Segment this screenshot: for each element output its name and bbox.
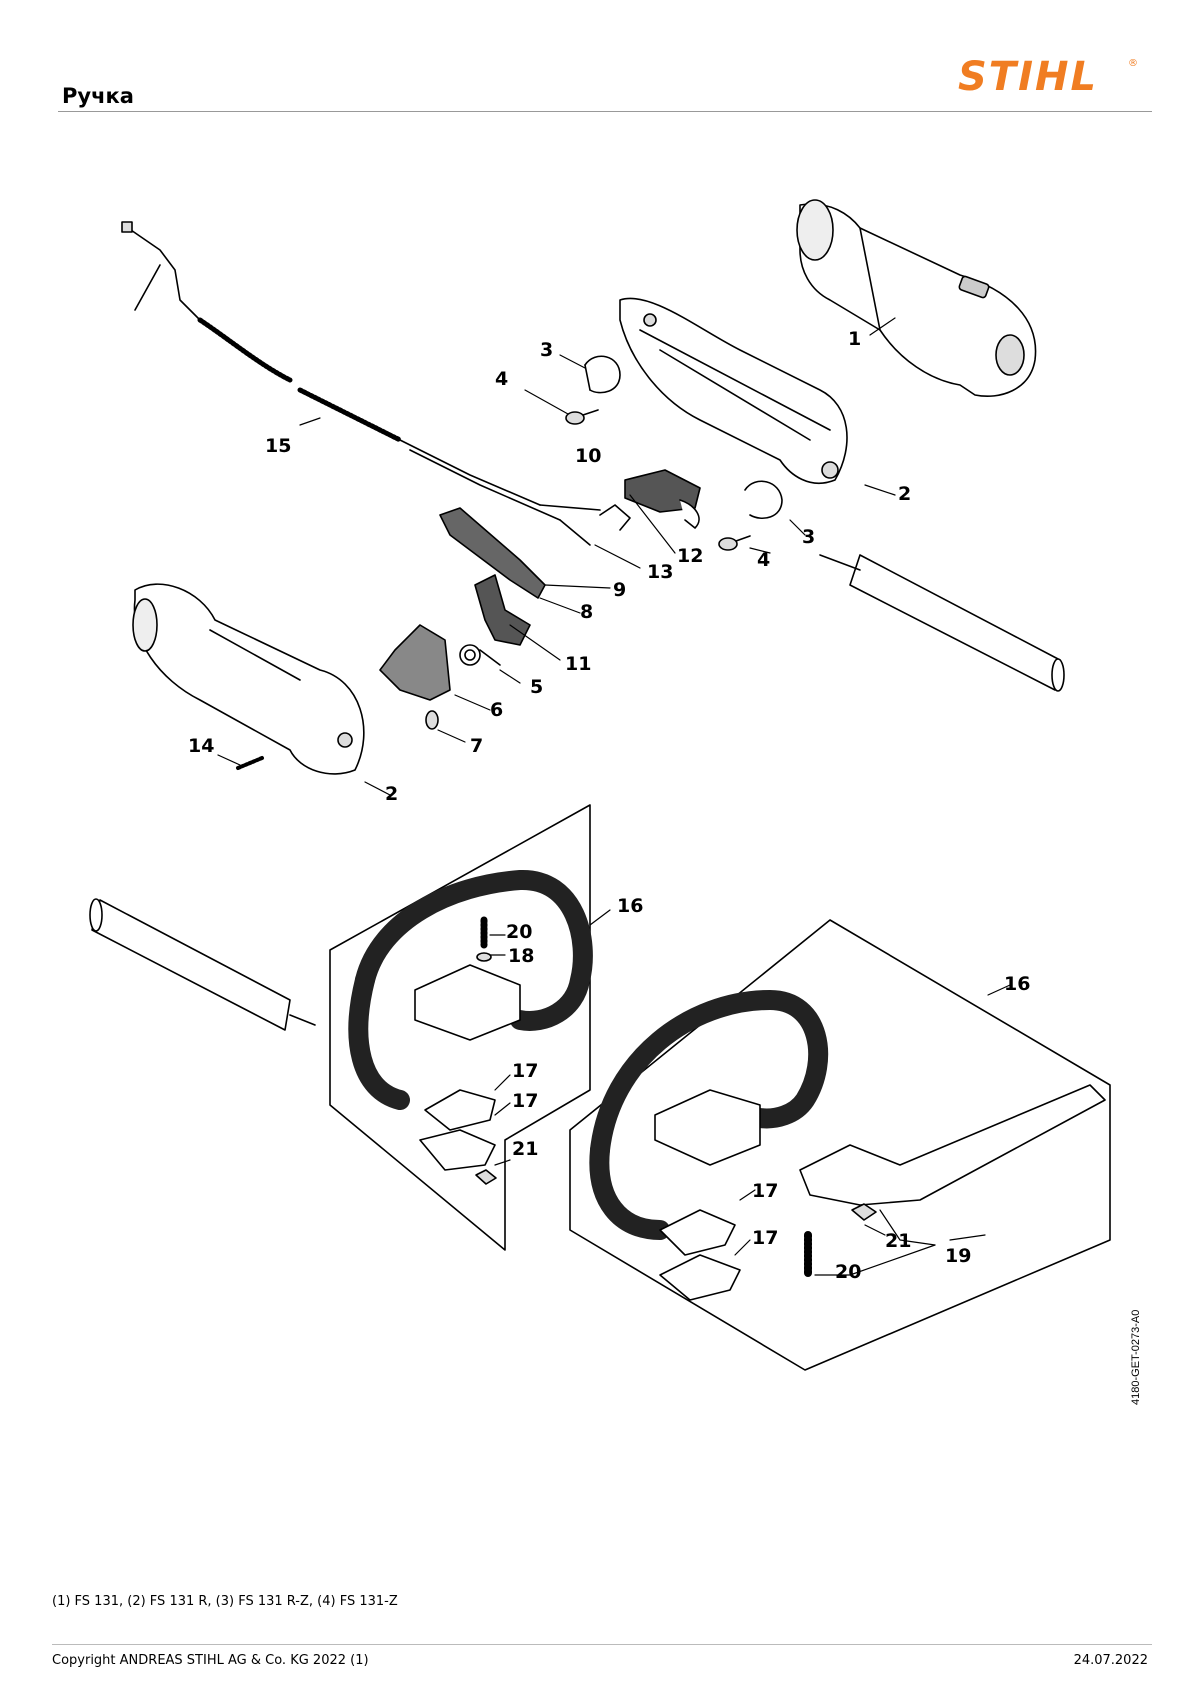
callout-17-frame-2b: 17 xyxy=(752,1227,778,1249)
callout-11: 11 xyxy=(565,653,591,675)
part-2-handle-shell-upper xyxy=(619,297,848,485)
callout-6: 6 xyxy=(490,699,503,721)
callout-4-upper: 4 xyxy=(495,368,508,390)
callout-15: 15 xyxy=(265,435,291,457)
part-4-screw-upper xyxy=(565,409,599,425)
part-17-clamp-2b xyxy=(659,1254,741,1301)
part-5-torsion-spring xyxy=(459,644,501,666)
part-10-slide-switch xyxy=(624,469,701,529)
copyright-text: Copyright ANDREAS STIHL AG & Co. KG 2022… xyxy=(52,1653,369,1668)
callout-2-lower: 2 xyxy=(385,783,398,805)
stihl-logo: STIHL ® xyxy=(958,54,1138,100)
callout-20-frame-2: 20 xyxy=(835,1261,861,1283)
callout-9: 9 xyxy=(613,579,626,601)
callout-17-frame-2a: 17 xyxy=(752,1180,778,1202)
callout-17-frame-1b: 17 xyxy=(512,1090,538,1112)
part-1-control-handle xyxy=(796,199,1037,397)
logo-text: STIHL xyxy=(958,54,1098,100)
footer-divider xyxy=(52,1644,1152,1645)
callout-13: 13 xyxy=(647,561,673,583)
callout-3-lower: 3 xyxy=(802,526,815,548)
part-14-screw xyxy=(236,756,264,770)
part-6-throttle-latch xyxy=(379,624,451,701)
part-17-clamp-2a xyxy=(659,1209,736,1256)
logo-registered-mark: ® xyxy=(1128,58,1138,69)
part-19-barrier-bar xyxy=(799,1084,1106,1206)
header-divider xyxy=(58,111,1152,112)
callout-7: 7 xyxy=(470,735,483,757)
part-7-screw xyxy=(425,710,439,730)
part-12-contact-spring xyxy=(599,504,631,531)
part-21-nut-1 xyxy=(475,1169,497,1185)
part-18-washer xyxy=(476,952,492,962)
callout-labels: 1 2 2 3 3 4 4 5 6 7 8 9 10 11 12 13 14 1… xyxy=(188,328,1030,1283)
drive-tube-lower xyxy=(89,898,316,1031)
callout-12: 12 xyxy=(677,545,703,567)
callout-17-frame-1a: 17 xyxy=(512,1060,538,1082)
callout-20-frame-1: 20 xyxy=(506,921,532,943)
drive-tube-upper xyxy=(819,554,1065,692)
part-2-handle-shell-lower xyxy=(132,583,365,775)
callout-10: 10 xyxy=(575,445,601,467)
part-9-throttle-trigger xyxy=(439,507,546,599)
part-21-nut-2 xyxy=(851,1203,877,1221)
loop-handle-frame-1 xyxy=(329,804,593,1251)
callout-4-lower: 4 xyxy=(757,549,770,571)
page-title: Ручка xyxy=(62,84,134,108)
part-17-clamp-1b xyxy=(419,1129,496,1171)
part-13-ground-wire xyxy=(559,519,591,546)
part-4-screw-lower xyxy=(718,535,751,551)
part-3-clamp-upper xyxy=(584,355,621,394)
callout-2-upper: 2 xyxy=(898,483,911,505)
callout-16-frame-1: 16 xyxy=(617,895,643,917)
part-15-cable-harness xyxy=(121,221,601,521)
callout-16-frame-2: 16 xyxy=(1004,973,1030,995)
callout-21-frame-1: 21 xyxy=(512,1138,538,1160)
leader-lines xyxy=(217,317,1011,1276)
part-17-clamp-1a xyxy=(424,1089,496,1131)
part-3-clamp-lower xyxy=(744,480,783,519)
callout-19: 19 xyxy=(945,1245,971,1267)
callout-1: 1 xyxy=(848,328,861,350)
callout-21-frame-2: 21 xyxy=(885,1230,911,1252)
callout-5: 5 xyxy=(530,676,543,698)
callout-14: 14 xyxy=(188,735,214,757)
drawing-code: 4180-GET-0273-A0 xyxy=(1130,1309,1142,1405)
callout-8: 8 xyxy=(580,601,593,623)
date-text: 24.07.2022 xyxy=(1073,1653,1148,1668)
callout-3-upper: 3 xyxy=(540,339,553,361)
models-note: (1) FS 131, (2) FS 131 R, (3) FS 131 R-Z… xyxy=(52,1594,398,1609)
callout-18: 18 xyxy=(508,945,534,967)
loop-handle-frame-2 xyxy=(569,919,1111,1371)
